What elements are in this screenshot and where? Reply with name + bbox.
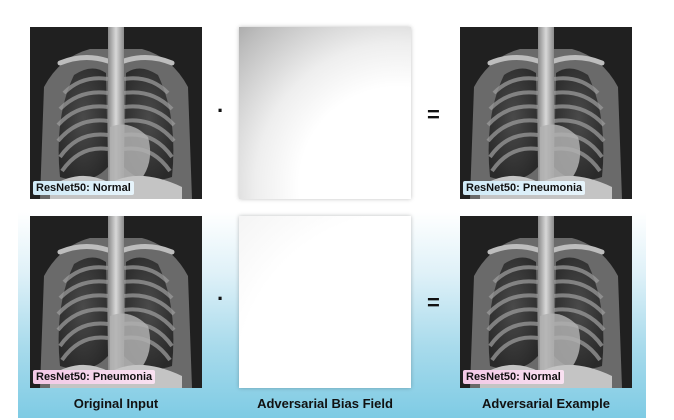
input-classification-label: ResNet50: Pneumonia — [33, 370, 156, 384]
output-classification-label: ResNet50: Normal — [463, 370, 564, 384]
input-classification-label: ResNet50: Normal — [33, 181, 134, 195]
equals-operator: = — [427, 290, 440, 315]
caption-original-input: Original Input — [73, 396, 159, 411]
output-classification-label: ResNet50: Pneumonia — [463, 181, 586, 195]
adversarial-example-xray-bottom: ResNet50: Normal — [460, 216, 632, 388]
multiply-operator: · — [217, 98, 225, 123]
multiply-operator: · — [217, 286, 225, 311]
original-input-xray-pneumonia: ResNet50: Pneumonia — [30, 216, 202, 388]
caption-adversarial-example: Adversarial Example — [482, 396, 610, 411]
caption-adversarial-bias-field: Adversarial Bias Field — [257, 396, 393, 411]
original-input-xray-normal: ResNet50: Normal — [30, 27, 202, 199]
adversarial-bias-field-top — [239, 27, 411, 199]
equals-operator: = — [427, 102, 440, 127]
adversarial-bias-field-bottom — [239, 216, 411, 388]
adversarial-example-xray-top: ResNet50: Pneumonia — [460, 27, 632, 199]
